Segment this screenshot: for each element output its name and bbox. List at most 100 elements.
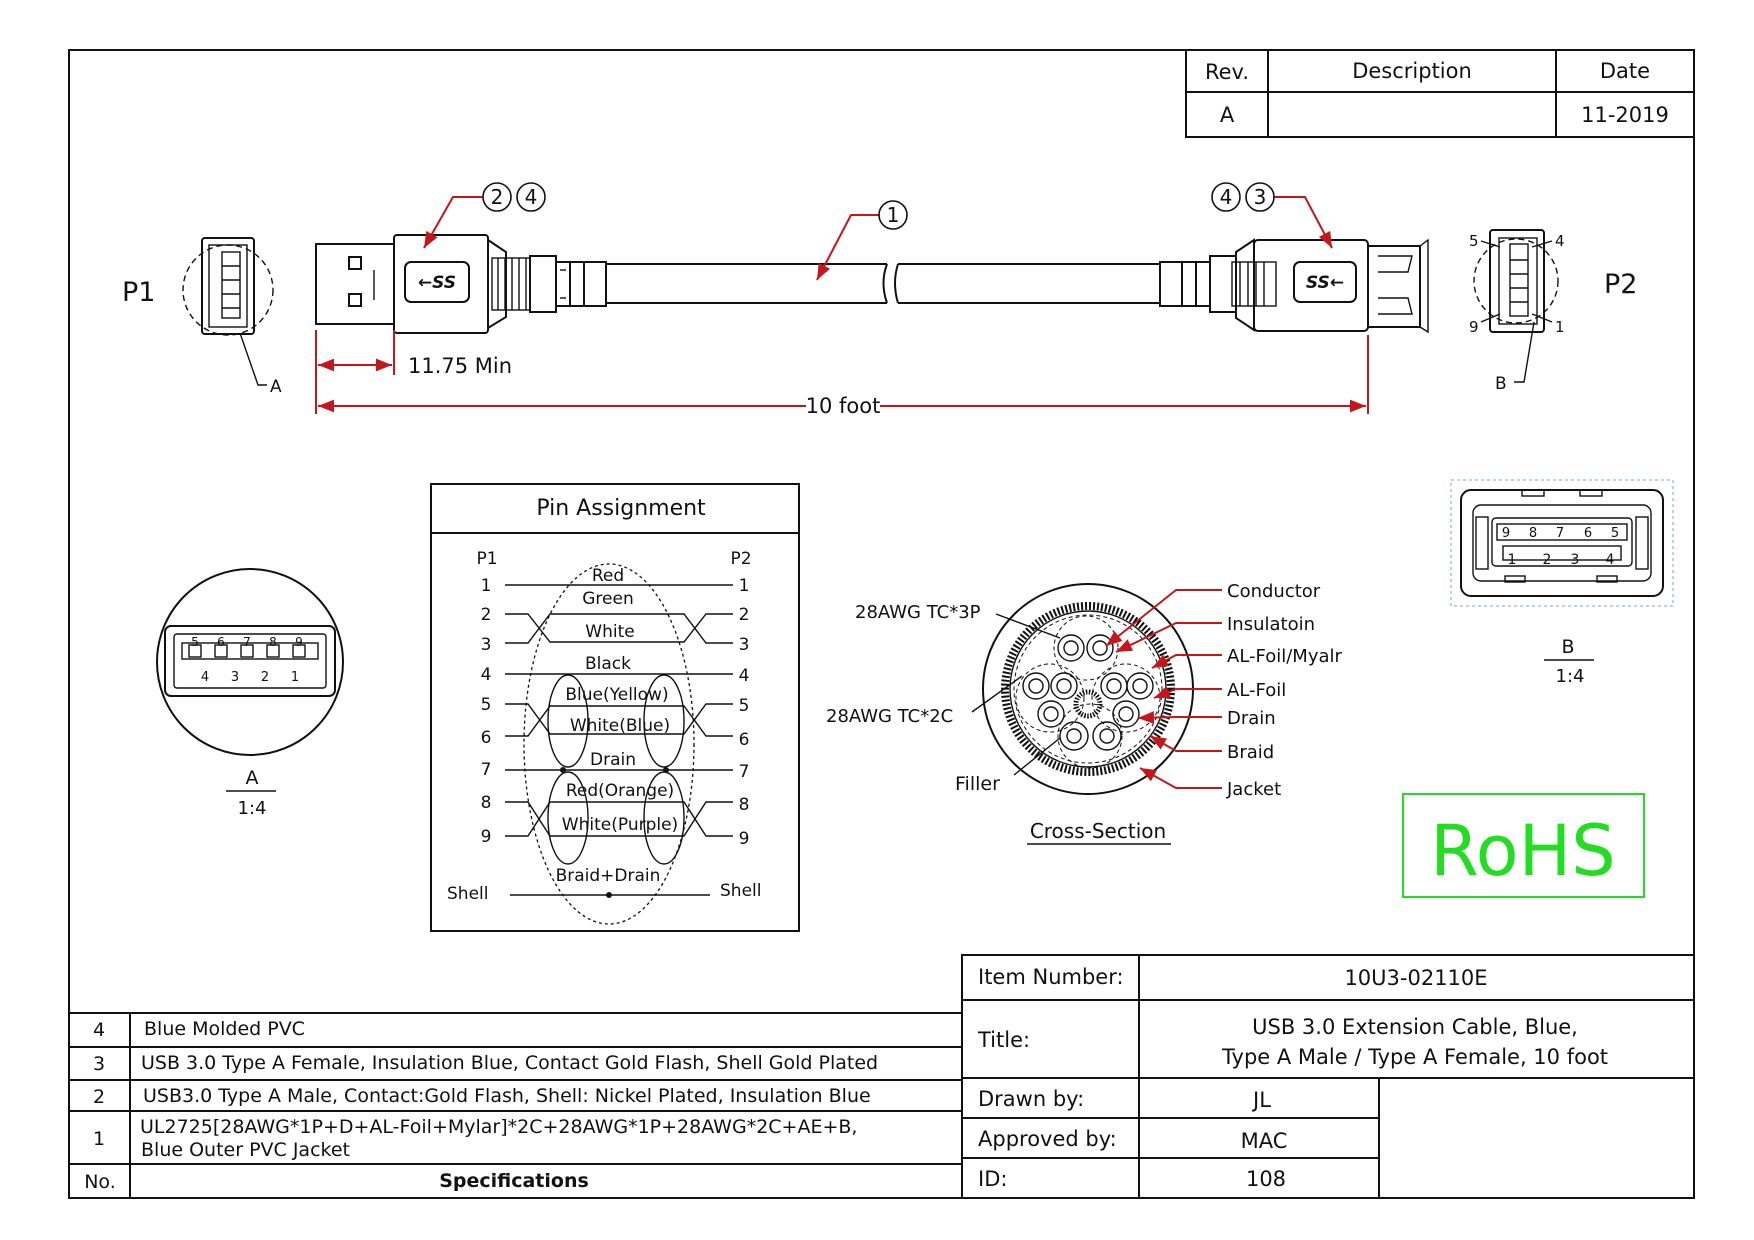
shell-right: Shell [720, 881, 761, 901]
detail-b-bottom-pin: 4 [1606, 552, 1615, 568]
xs-label-insulation: Insulatoin [1227, 614, 1315, 635]
shell-left: Shell [447, 884, 488, 904]
callout-1: 1 [887, 203, 900, 227]
detail-b-bottom-pin: 1 [1508, 552, 1517, 568]
detail-a-top-pin: 6 [217, 635, 225, 649]
title-block: Item Number: 10U3-02110E Title: USB 3.0 … [961, 954, 1695, 1199]
cross-section-title: Cross-Section [1030, 819, 1166, 843]
svg-text:SS←: SS← [1306, 273, 1344, 293]
dim-min: 11.75 Min [408, 354, 512, 378]
detail-a-bottom-pin: 2 [261, 670, 269, 685]
spec-row-text: UL2725[28AWG*1P+D+AL-Foil+Mylar]*2C+28AW… [140, 1116, 857, 1138]
p1-pin: 3 [481, 635, 492, 655]
detail-b-title: B [1561, 636, 1574, 658]
xs-label-foil: AL-Foil [1227, 680, 1286, 701]
detail-b-top-pin: 7 [1556, 526, 1564, 541]
xs-label-jacket: Jacket [1226, 779, 1281, 800]
xs-label-drain: Drain [1227, 708, 1276, 729]
detail-a-bottom-pin: 4 [201, 670, 209, 685]
callout-4-right: 4 [1220, 185, 1233, 209]
xs-label-braid: Braid [1227, 742, 1274, 763]
wire-label: White [585, 622, 634, 642]
p2-pin-4: 4 [1555, 232, 1565, 250]
p1-pin: 7 [481, 760, 492, 780]
p2-pin-1: 1 [1555, 318, 1565, 336]
approved-by-label: Approved by: [978, 1127, 1117, 1151]
spec-row-text: USB 3.0 Type A Female, Insulation Blue, … [141, 1052, 878, 1074]
wire-label: Black [585, 654, 631, 674]
p2-pin-9: 9 [1469, 318, 1479, 336]
spec-row-no: 2 [93, 1086, 105, 1108]
dim-length: 10 foot [806, 394, 881, 418]
p1-pin: 6 [481, 728, 492, 748]
svg-text:←SS: ←SS [418, 273, 456, 293]
p2-end-view: 5 4 9 1 B P2 [1469, 229, 1637, 394]
rev-value: A [1220, 103, 1235, 127]
detail-a-scale: 1:4 [238, 798, 267, 819]
item-number-label: Item Number: [978, 965, 1124, 989]
detail-b-scale: 1:4 [1556, 666, 1585, 687]
pin-p2-header: P2 [730, 549, 751, 569]
detail-a-top-pin: 5 [191, 635, 199, 649]
spec-row-text: USB3.0 Type A Male, Contact:Gold Flash, … [143, 1085, 871, 1107]
p1-pin: 2 [481, 605, 492, 625]
callout-2: 2 [491, 185, 504, 209]
sheet-border [68, 49, 1695, 1199]
rev-header: Rev. [1205, 60, 1249, 84]
p2-pin-5: 5 [1469, 232, 1479, 250]
wire-label: Red(Orange) [566, 781, 674, 801]
p2-pin: 1 [739, 576, 750, 596]
wire-label: White(Purple) [562, 815, 678, 835]
detail-a-tag: A [270, 377, 282, 397]
spec-table: 4 Blue Molded PVC 3 USB 3.0 Type A Femal… [69, 1012, 962, 1198]
shell-wire-label: Braid+Drain [556, 866, 661, 886]
title-label: Title: [977, 1028, 1030, 1052]
item-number-value: 10U3-02110E [1344, 966, 1487, 990]
p1-label: P1 [122, 277, 155, 308]
detail-a-top-pin: 8 [269, 635, 277, 649]
pin-assignment-title: Pin Assignment [536, 496, 706, 521]
p2-pin: 8 [739, 795, 750, 815]
date-value: 11-2019 [1581, 103, 1669, 127]
detail-a-top-pin: 9 [295, 635, 303, 649]
detail-b-tag: B [1495, 374, 1507, 394]
p1-pin: 5 [481, 695, 492, 715]
detail-b-top-pin: 8 [1529, 526, 1537, 541]
p2-pin: 5 [739, 696, 750, 716]
approved-by-value: MAC [1241, 1129, 1288, 1153]
spec-no-header: No. [84, 1171, 116, 1193]
wire-label: Blue(Yellow) [565, 685, 668, 705]
spec-row-no: 3 [93, 1053, 105, 1075]
p2-pin: 6 [739, 730, 750, 750]
p1-end-view: P1 A [122, 237, 282, 397]
p2-label: P2 [1604, 269, 1637, 300]
spec-row-no: 1 [93, 1128, 105, 1150]
p2-pin: 7 [739, 762, 750, 782]
rohs-text: RoHS [1430, 810, 1615, 892]
detail-b-top-pin: 5 [1611, 526, 1619, 541]
pin-assignment: Pin Assignment P1 P2 1 2 3 4 5 6 7 8 9 1… [430, 483, 800, 932]
detail-a: 5 6 7 8 9 4 3 2 1 A 1:4 [156, 568, 344, 819]
id-value: 108 [1246, 1167, 1286, 1191]
detail-b-bottom-pin: 3 [1571, 552, 1580, 568]
xs-label-filler: Filler [955, 773, 1000, 795]
cable [606, 263, 1160, 304]
p2-pin: 2 [739, 605, 750, 625]
xs-label-2c: 28AWG TC*2C [826, 706, 953, 727]
p2-pin: 3 [739, 635, 750, 655]
detail-b: 9 8 7 6 5 1 2 3 4 B 1:4 [1450, 479, 1674, 687]
wire-label: White(Blue) [570, 716, 670, 736]
detail-b-top-pin: 6 [1584, 526, 1592, 541]
female-connector: SS← [1159, 238, 1429, 334]
wire-label: Green [582, 589, 633, 609]
date-header: Date [1600, 59, 1650, 83]
callouts: 2 4 1 4 3 [423, 182, 1333, 281]
pin-p1-header: P1 [476, 549, 497, 569]
p1-pin: 1 [481, 576, 492, 596]
xs-label-conductor: Conductor [1227, 581, 1321, 602]
detail-b-top-pin: 9 [1502, 526, 1510, 541]
cross-section: 28AWG TC*3P 28AWG TC*2C Filler Conductor… [826, 581, 1343, 845]
description-header: Description [1352, 59, 1472, 83]
p1-pin: 8 [481, 793, 492, 813]
